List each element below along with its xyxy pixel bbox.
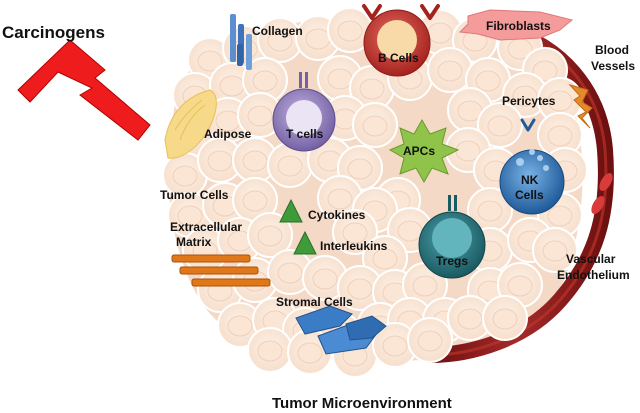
cytokines-label: Cytokines [308,208,366,222]
tumor-cell-nucleus [412,275,438,297]
tumor-cell-nucleus [337,20,363,42]
red-blood-cell [599,172,613,192]
carcinogens-label: Carcinogens [2,23,105,42]
b-cell-icon [362,4,440,77]
tumor-cell-nucleus [547,90,573,112]
tumor-cell-nucleus [542,240,568,262]
tumor-cell-nucleus [427,22,453,44]
lightning-bolt-icon [17,39,151,141]
tumor-cell-nucleus [277,155,303,177]
tumor-cell-nucleus [232,38,258,60]
tumor-cell-nucleus [257,225,283,247]
tumor-cell-nucleus [532,60,558,82]
adipose-icon [164,89,217,159]
tumor-cell-nucleus [547,205,573,227]
tumor-cells-cluster [162,7,588,378]
tumor-cell-nucleus [257,340,283,362]
pericytes-label: Pericytes [502,94,556,108]
tumor-cell-nucleus [327,188,353,210]
tumor-cell-nucleus [342,222,368,244]
tumor-cells-label: Tumor Cells [160,188,229,202]
fibroblast-icon [458,9,574,41]
extracellular-matrix-label-line1: Extracellular [170,220,242,234]
tumor-cell-nucleus [177,205,203,227]
tumor-cell-nucleus [172,165,198,187]
fibroblasts-label: Fibroblasts [486,19,551,33]
apcs-label: APCs [403,144,435,158]
tumor-cell-nucleus [327,68,353,90]
tumor-cell-nucleus [362,115,388,137]
tumor-cell-nucleus [547,125,573,147]
blood-vessel-highlight [428,28,608,357]
nk-cell-icon [499,118,565,215]
tumor-cell-nucleus [487,115,513,137]
tumor-cell-nucleus [207,150,233,172]
tumor-cell-nucleus [219,75,245,97]
tumor-cell-nucleus [507,275,533,297]
red-blood-cell [591,195,605,215]
tumor-cell-nucleus [417,330,443,352]
tumor-cell-nucleus [347,158,373,180]
tumor-cell-nucleus [252,70,278,92]
tumor-cell-nucleus [297,342,323,364]
diagram-title: Tumor Microenvironment [272,395,452,412]
nk-cells-label-line2: Cells [515,188,544,202]
tumor-cell-nucleus [305,28,331,50]
vascular-endothelium-label-line1: Vascular [566,252,616,266]
tumor-cell-nucleus [227,315,253,337]
tumor-cell-nucleus [372,248,398,270]
tumor-cell-nucleus [475,70,501,92]
nk-cells-label-line1: NK [521,173,539,187]
tumor-cell-nucleus [512,85,538,107]
tumor-cell-nucleus [477,200,503,222]
tregs-label: Tregs [436,254,468,268]
blood-vessels-label-line2: Vessels [591,59,635,73]
cytokine-triangle-icon [279,198,303,223]
tumor-cell-nucleus [347,278,373,300]
interleukin-triangle-icon [293,230,317,255]
tumor-cell-nucleus [359,78,385,100]
extracellular-matrix-label-line2: Matrix [176,235,212,249]
b-cells-label: B Cells [378,51,419,65]
tumor-cell-nucleus [197,50,223,72]
t-cell-icon [272,72,336,152]
blood-vessels-label-line1: Blood [595,43,629,57]
collagen-label: Collagen [252,24,303,38]
collagen-icon [230,14,252,70]
interleukins-label: Interleukins [320,239,388,253]
t-cells-label: T cells [286,127,324,141]
tumor-cell-nucleus [492,308,518,330]
treg-icon [418,195,486,279]
tumor-cell-nucleus [457,308,483,330]
tumor-cell-nucleus [242,150,268,172]
stromal-cells-label: Stromal Cells [276,295,353,309]
stromal-cells-icon [295,305,387,355]
tumor-cell-nucleus [247,105,273,127]
tumor-cell-nucleus [437,60,463,82]
apc-icon [388,118,460,184]
adipose-label: Adipose [204,127,252,141]
extracellular-matrix-icon [171,254,271,287]
tumor-cell-nucleus [312,268,338,290]
tumor-cell-nucleus [242,190,268,212]
vascular-endothelium-label-line2: Endothelium [557,268,630,282]
tumor-cell-nucleus [267,30,293,52]
pericyte-icon [568,84,593,129]
tumor-cell-nucleus [397,220,423,242]
tumor-cell-nucleus [277,262,303,284]
tumor-cell-nucleus [382,335,408,357]
